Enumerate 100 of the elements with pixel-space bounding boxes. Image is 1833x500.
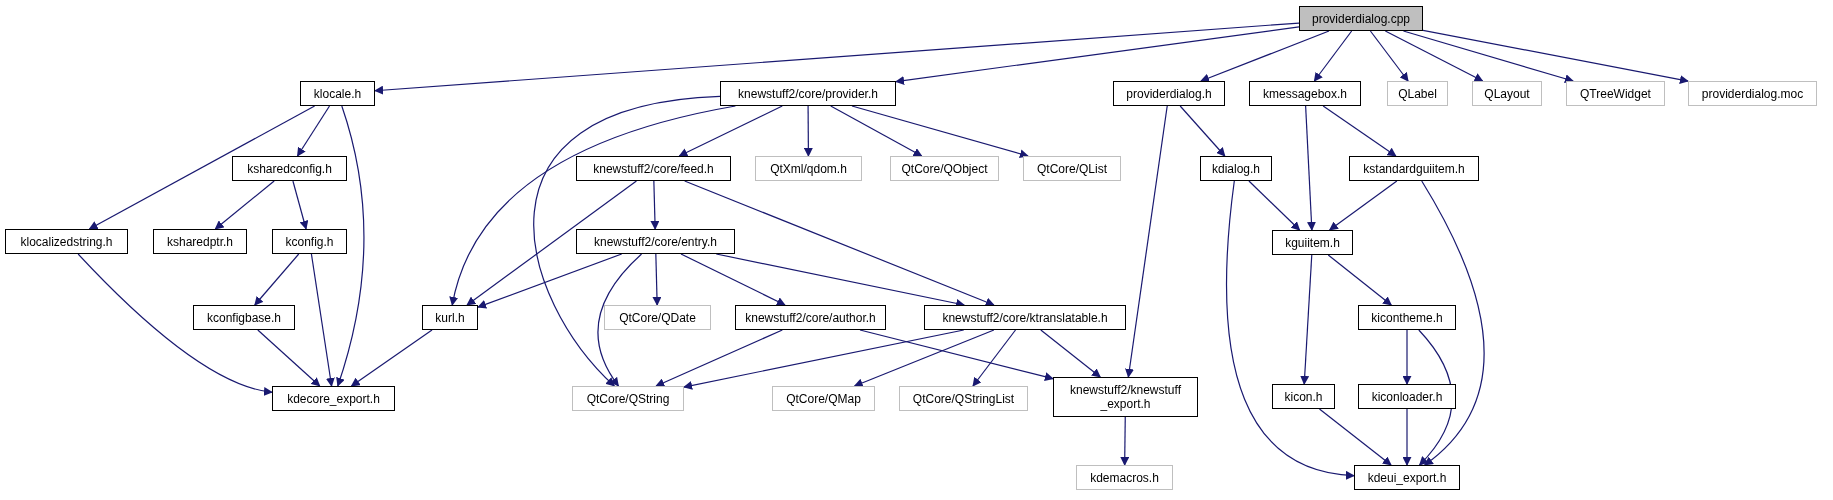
include-arrow xyxy=(853,329,995,388)
file-box xyxy=(300,81,375,106)
file-box xyxy=(899,386,1028,411)
file-name: kstandardguiitem.h xyxy=(1363,161,1465,176)
file-box xyxy=(1472,81,1542,106)
file-box xyxy=(422,305,478,330)
include-arrow xyxy=(859,329,1054,382)
file-name: kicon.h xyxy=(1284,389,1323,404)
include-arrow xyxy=(1318,408,1392,466)
file-name: knewstuff2/core/provider.h xyxy=(738,86,878,101)
include-arrow xyxy=(335,105,365,387)
include-arrow xyxy=(1402,329,1412,385)
include-arrow xyxy=(466,180,638,306)
file-box xyxy=(1249,81,1361,106)
file-name: ksharedptr.h xyxy=(166,234,233,249)
include-arrow xyxy=(1384,30,1484,82)
file-name: kmessagebox.h xyxy=(1262,86,1347,101)
file-name: kurl.h xyxy=(435,310,465,325)
file-box xyxy=(232,156,347,181)
include-arrow xyxy=(680,253,786,306)
include-arrow xyxy=(1422,29,1689,85)
file-name: knewstuff2/core/ktranslatable.h xyxy=(942,310,1108,325)
file-box xyxy=(604,305,711,330)
file-name: kdeui_export.h xyxy=(1367,470,1447,485)
file-name: QTreeWidget xyxy=(1580,86,1651,101)
include-arrow xyxy=(88,105,316,230)
file-name: ksharedconfig.h xyxy=(247,161,332,176)
include-arrow xyxy=(650,180,660,230)
file-name: kdemacros.h xyxy=(1090,470,1159,485)
include-arrow xyxy=(684,180,995,307)
include-arrow xyxy=(678,105,783,157)
include-arrow xyxy=(1402,408,1412,466)
file-name: kiconloader.h xyxy=(1371,389,1443,404)
file-name: kconfig.h xyxy=(285,234,334,249)
file-name: klocale.h xyxy=(313,86,362,101)
include-arrow xyxy=(1125,105,1168,378)
file-name: QtCore/QStringList xyxy=(912,391,1015,406)
include-arrow xyxy=(310,253,335,387)
include-arrow xyxy=(655,329,783,387)
file-name: klocalizedstring.h xyxy=(20,234,113,249)
file-name: QLabel xyxy=(1398,86,1437,101)
file-box xyxy=(1299,6,1423,31)
include-arrow xyxy=(214,180,275,230)
file-box xyxy=(1200,156,1272,181)
file-box xyxy=(1113,81,1225,106)
include-arrow xyxy=(374,22,1300,95)
file-name: QtXml/qdom.h xyxy=(770,161,847,176)
include-arrow xyxy=(1226,180,1355,480)
file-box xyxy=(1387,81,1448,106)
file-box xyxy=(1566,81,1665,106)
file-box xyxy=(153,229,247,254)
file-box xyxy=(5,229,128,254)
include-arrow xyxy=(972,329,1017,387)
file-box xyxy=(1053,377,1198,417)
file-name: QtCore/QMap xyxy=(786,391,861,406)
file-box xyxy=(272,229,347,254)
include-arrow xyxy=(830,105,923,157)
file-box xyxy=(1354,465,1460,490)
file-name: QtCore/QString xyxy=(586,391,670,406)
file-box xyxy=(576,229,735,254)
file-box xyxy=(735,305,886,330)
include-arrow xyxy=(533,95,721,387)
include-arrow xyxy=(292,180,309,230)
include-arrow xyxy=(1305,105,1316,231)
file-name: knewstuff2/knewstuff _export.h xyxy=(1069,383,1182,411)
file-name: providerdialog.h xyxy=(1126,86,1212,101)
file-box xyxy=(1076,465,1173,490)
include-arrow xyxy=(1327,254,1392,306)
include-arrow xyxy=(1248,180,1301,231)
file-name: knewstuff2/core/author.h xyxy=(745,310,876,325)
file-box xyxy=(1272,230,1353,255)
include-arrow xyxy=(652,253,662,306)
include-arrow xyxy=(1200,30,1330,83)
file-box xyxy=(576,156,731,181)
include-arrow xyxy=(851,105,1029,159)
include-arrow xyxy=(1040,329,1101,378)
include-arrow xyxy=(350,329,433,387)
include-arrow xyxy=(477,253,623,309)
include-arrow xyxy=(1300,254,1313,385)
include-arrow xyxy=(254,253,300,306)
include-arrow xyxy=(1402,30,1574,84)
include-arrow xyxy=(1328,180,1398,231)
include-arrow xyxy=(895,26,1300,85)
file-name: kconfigbase.h xyxy=(206,310,282,325)
file-box xyxy=(1272,384,1335,409)
include-arrow xyxy=(1120,416,1130,466)
file-name: providerdialog.moc xyxy=(1701,86,1804,101)
file-name: kdialog.h xyxy=(1211,161,1260,176)
include-arrow xyxy=(1313,30,1353,82)
file-box xyxy=(272,386,395,411)
include-arrow xyxy=(1179,105,1226,157)
include-arrow xyxy=(803,105,813,157)
file-name: QLayout xyxy=(1484,86,1530,101)
include-arrow xyxy=(257,329,321,387)
file-box xyxy=(772,386,875,411)
file-name: kguiitem.h xyxy=(1285,235,1340,250)
file-box xyxy=(1023,156,1121,181)
include-arrow xyxy=(597,253,643,387)
include-arrow xyxy=(1421,180,1485,466)
include-arrow xyxy=(1322,105,1397,157)
